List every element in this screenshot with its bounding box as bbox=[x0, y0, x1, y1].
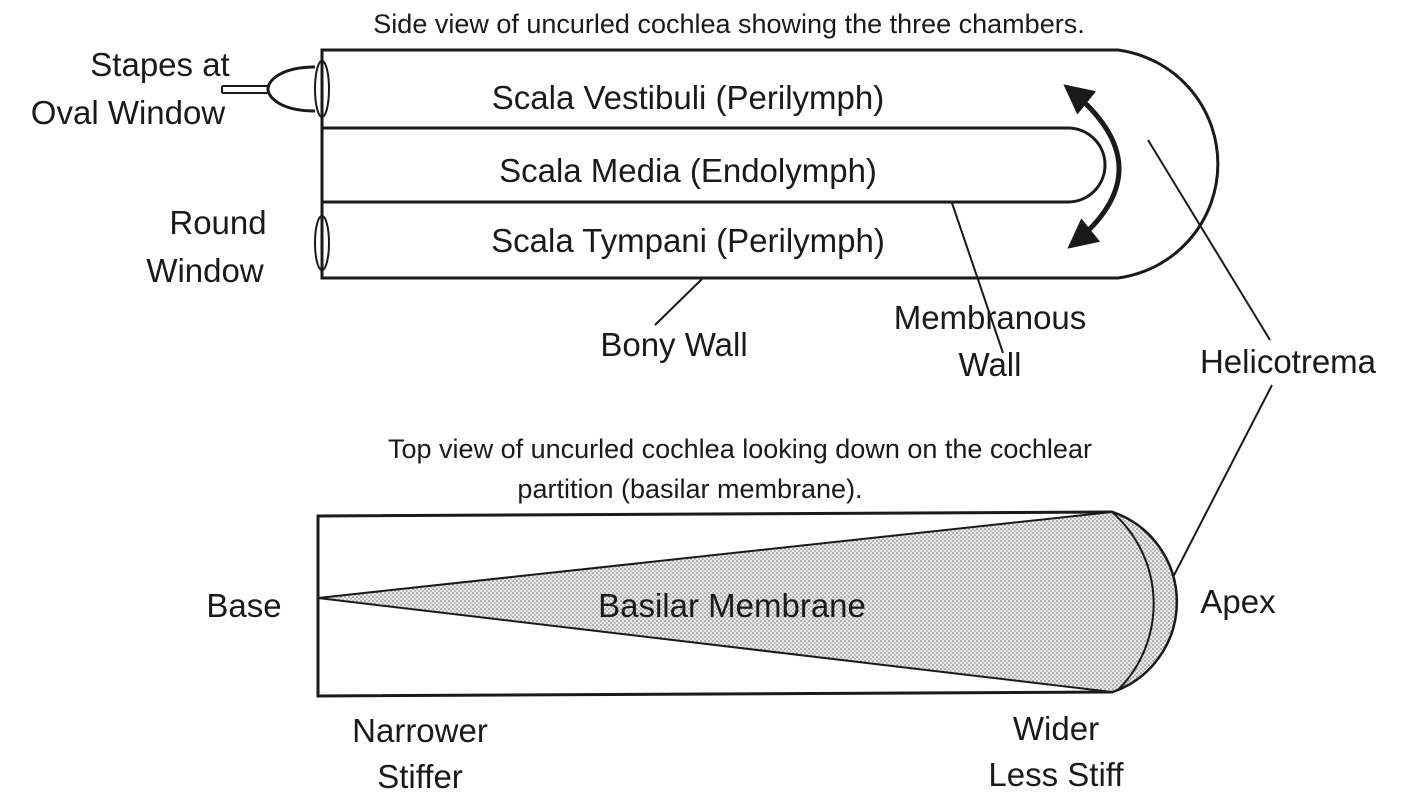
membranous-wall-pointer bbox=[951, 202, 1004, 354]
helicotrema-label: Helicotrema bbox=[1200, 343, 1377, 380]
apex-inner-arc bbox=[1111, 511, 1155, 691]
wider-label-line1: Wider bbox=[1013, 710, 1099, 747]
wider-label-line2: Less Stiff bbox=[988, 756, 1124, 793]
stapes-stem bbox=[221, 85, 270, 94]
bony-wall-outline bbox=[320, 48, 1220, 280]
apex-label: Apex bbox=[1200, 583, 1276, 620]
round-window-label-line2: Window bbox=[146, 252, 264, 289]
membranous-wall-label-line1: Membranous bbox=[894, 299, 1087, 336]
stapes-shape bbox=[266, 65, 316, 113]
scala-vestibuli-label: Scala Vestibuli (Perilymph) bbox=[492, 79, 885, 116]
top-view-caption-line1: Top view of uncurled cochlea looking dow… bbox=[388, 434, 1092, 464]
helicotrema-flow-arrow bbox=[1063, 84, 1122, 249]
helicotrema-pointer-top bbox=[1147, 139, 1271, 341]
stapes-label-line2: Oval Window bbox=[31, 94, 226, 131]
oval-window-shape bbox=[314, 60, 330, 118]
narrower-label-line2: Stiffer bbox=[377, 758, 463, 795]
side-view-caption: Side view of uncurled cochlea showing th… bbox=[373, 9, 1084, 39]
scala-tympani-label: Scala Tympani (Perilymph) bbox=[491, 222, 885, 259]
top-view: Top view of uncurled cochlea looking dow… bbox=[206, 434, 1276, 795]
top-view-caption-line2: partition (basilar membrane). bbox=[517, 474, 862, 504]
stapes-label-line1: Stapes at bbox=[90, 46, 229, 83]
narrower-label-line1: Narrower bbox=[352, 712, 488, 749]
bony-wall-label: Bony Wall bbox=[600, 326, 747, 363]
basilar-membrane-shape bbox=[317, 510, 1178, 694]
bony-wall-pointer bbox=[654, 278, 703, 326]
side-view: Side view of uncurled cochlea showing th… bbox=[31, 9, 1377, 617]
base-label: Base bbox=[206, 587, 281, 624]
membranous-wall-label-line2: Wall bbox=[959, 346, 1022, 383]
round-window-shape bbox=[314, 215, 330, 271]
scala-media-label: Scala Media (Endolymph) bbox=[499, 152, 877, 189]
round-window-label-line1: Round bbox=[169, 204, 266, 241]
basilar-membrane-label: Basilar Membrane bbox=[598, 587, 866, 624]
